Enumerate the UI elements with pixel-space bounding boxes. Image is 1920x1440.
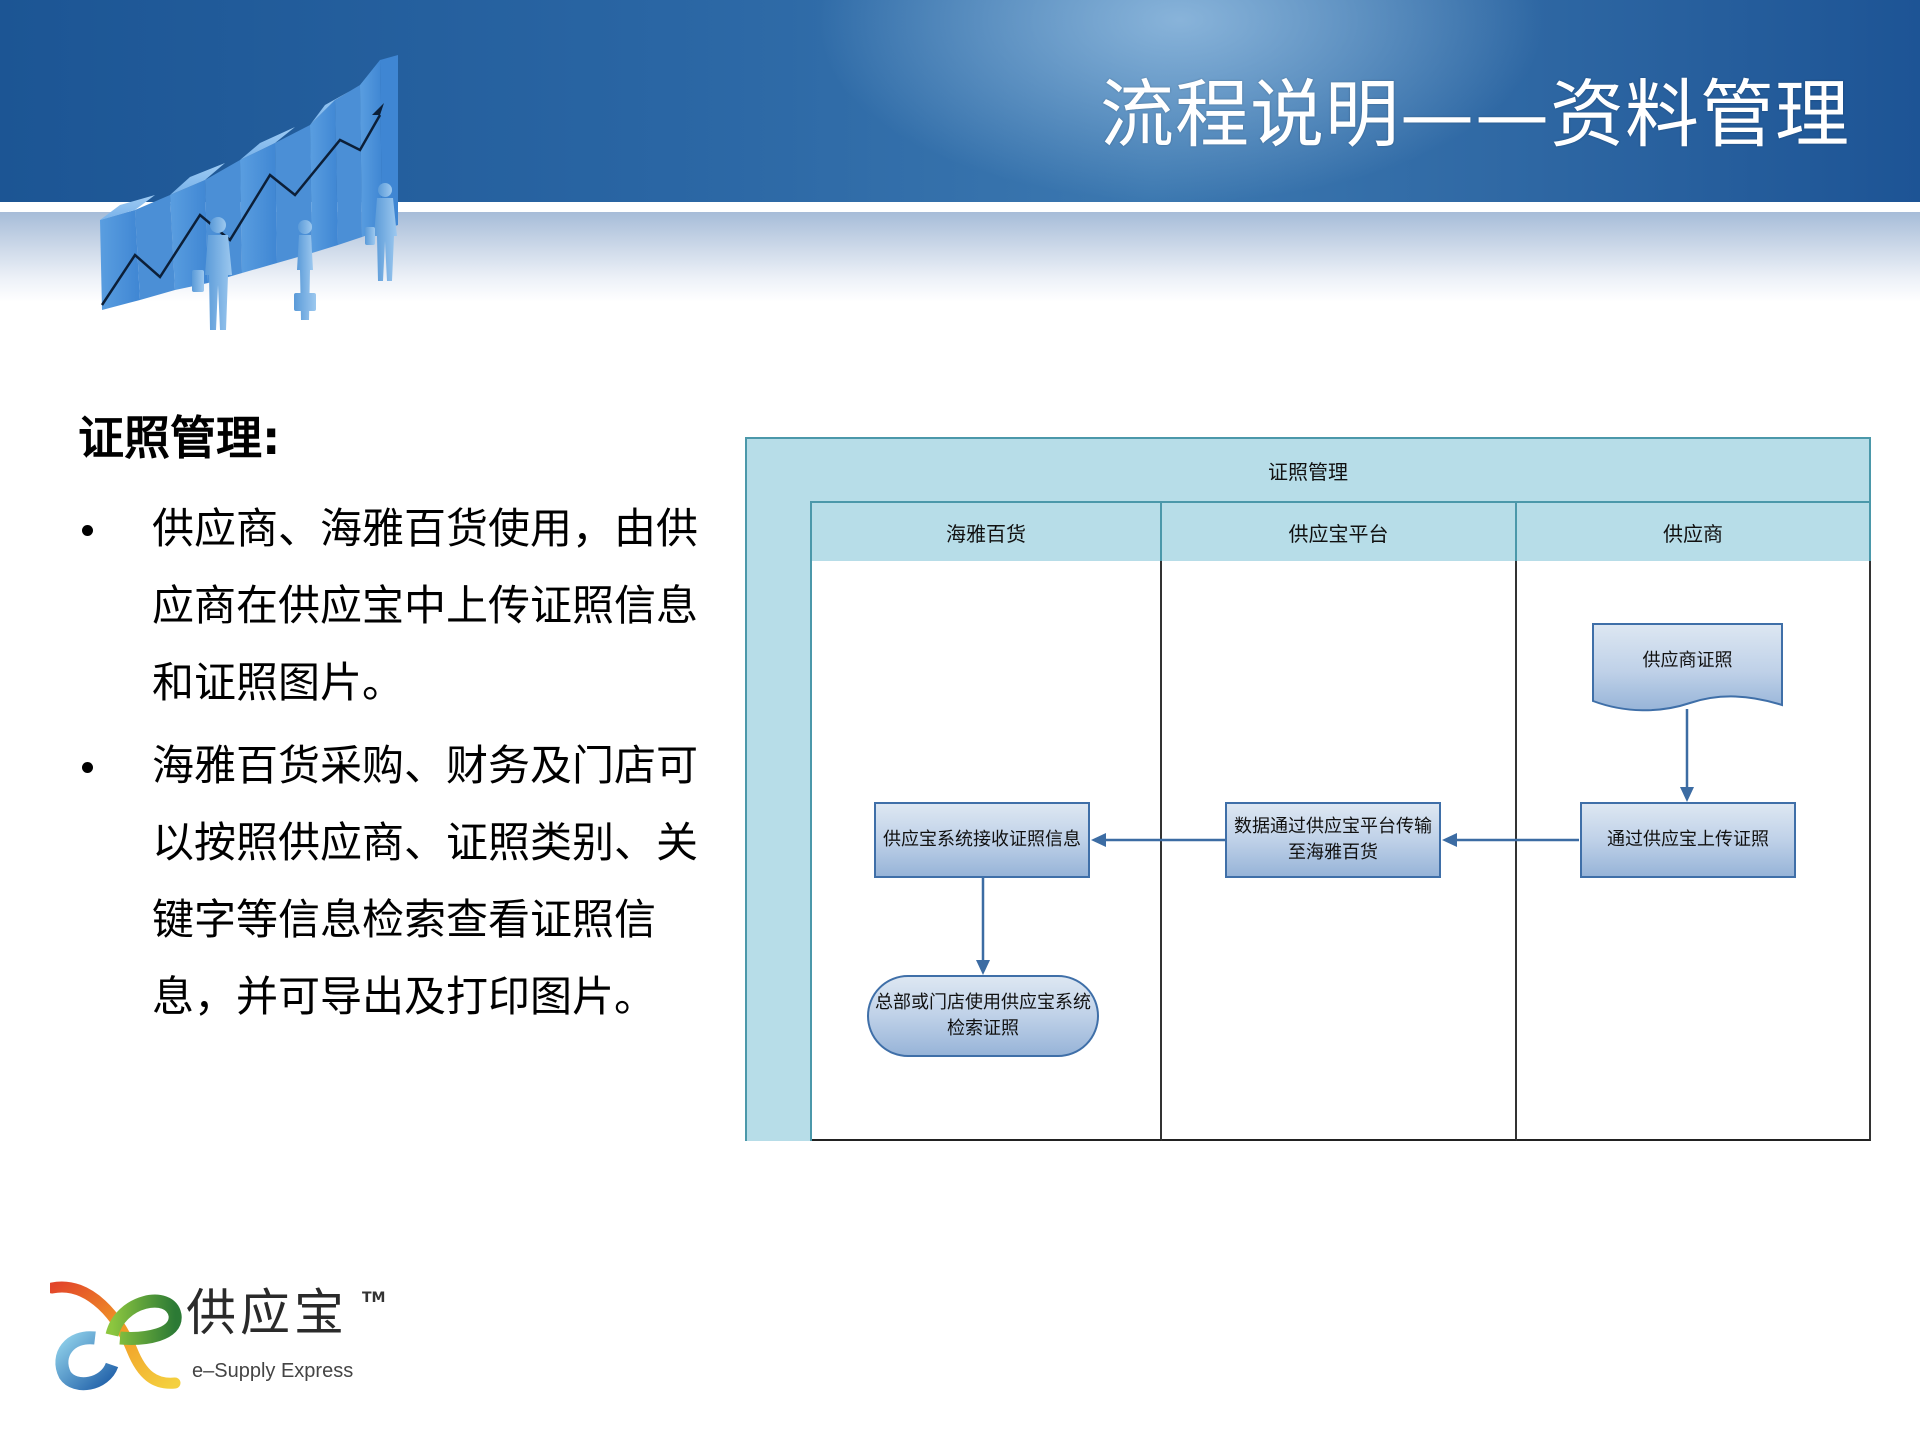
bullet-list: 供应商、海雅百货使用，由供应商在供应宝中上传证照信息和证照图片。 海雅百货采购、… xyxy=(78,490,718,1041)
section-heading: 证照管理: xyxy=(78,411,281,465)
header-stripe xyxy=(0,202,1920,212)
bullet-dot-icon xyxy=(82,762,93,773)
bullet-text: 海雅百货采购、财务及门店可以按照供应商、证照类别、关键字等信息检索查看证照信息，… xyxy=(152,741,699,1021)
swimlane-diagram: 证照管理 海雅百货 供应宝平台 供应商 供应商证照 通过供应宝上传证照 数据通过… xyxy=(745,437,1871,1141)
logo-trademark: TM xyxy=(362,1290,386,1306)
bullet-item: 供应商、海雅百货使用，由供应商在供应宝中上传证照信息和证照图片。 xyxy=(78,490,718,721)
node-platform-transfer: 数据通过供应宝平台传输至海雅百货 xyxy=(1225,802,1441,878)
diagram-connectors xyxy=(976,623,1783,975)
growth-chart-illustration-icon xyxy=(100,55,398,330)
logo-text-cn: 供应宝 xyxy=(186,1284,348,1342)
lane-header-supplier: 供应商 xyxy=(1515,501,1871,563)
node-receive-certificate: 供应宝系统接收证照信息 xyxy=(874,802,1090,878)
bullet-text: 供应商、海雅百货使用，由供应商在供应宝中上传证照信息和证照图片。 xyxy=(152,504,699,707)
logo-text-en: e–Supply Express xyxy=(192,1360,354,1382)
node-search-certificate: 总部或门店使用供应宝系统检索证照 xyxy=(867,975,1099,1057)
node-supplier-certificate: 供应商证照 xyxy=(1642,650,1733,671)
node-upload-certificate: 通过供应宝上传证照 xyxy=(1580,802,1796,878)
eSupply-logo-icon xyxy=(50,1281,182,1391)
lane-header-haiya: 海雅百货 xyxy=(810,501,1162,563)
bullet-item: 海雅百货采购、财务及门店可以按照供应商、证照类别、关键字等信息检索查看证照信息，… xyxy=(78,727,718,1035)
bullet-dot-icon xyxy=(82,525,93,536)
pool-side-strip xyxy=(745,501,812,1141)
document-shape xyxy=(1592,623,1783,712)
slide-title: 流程说明——资料管理 xyxy=(1100,72,1850,158)
